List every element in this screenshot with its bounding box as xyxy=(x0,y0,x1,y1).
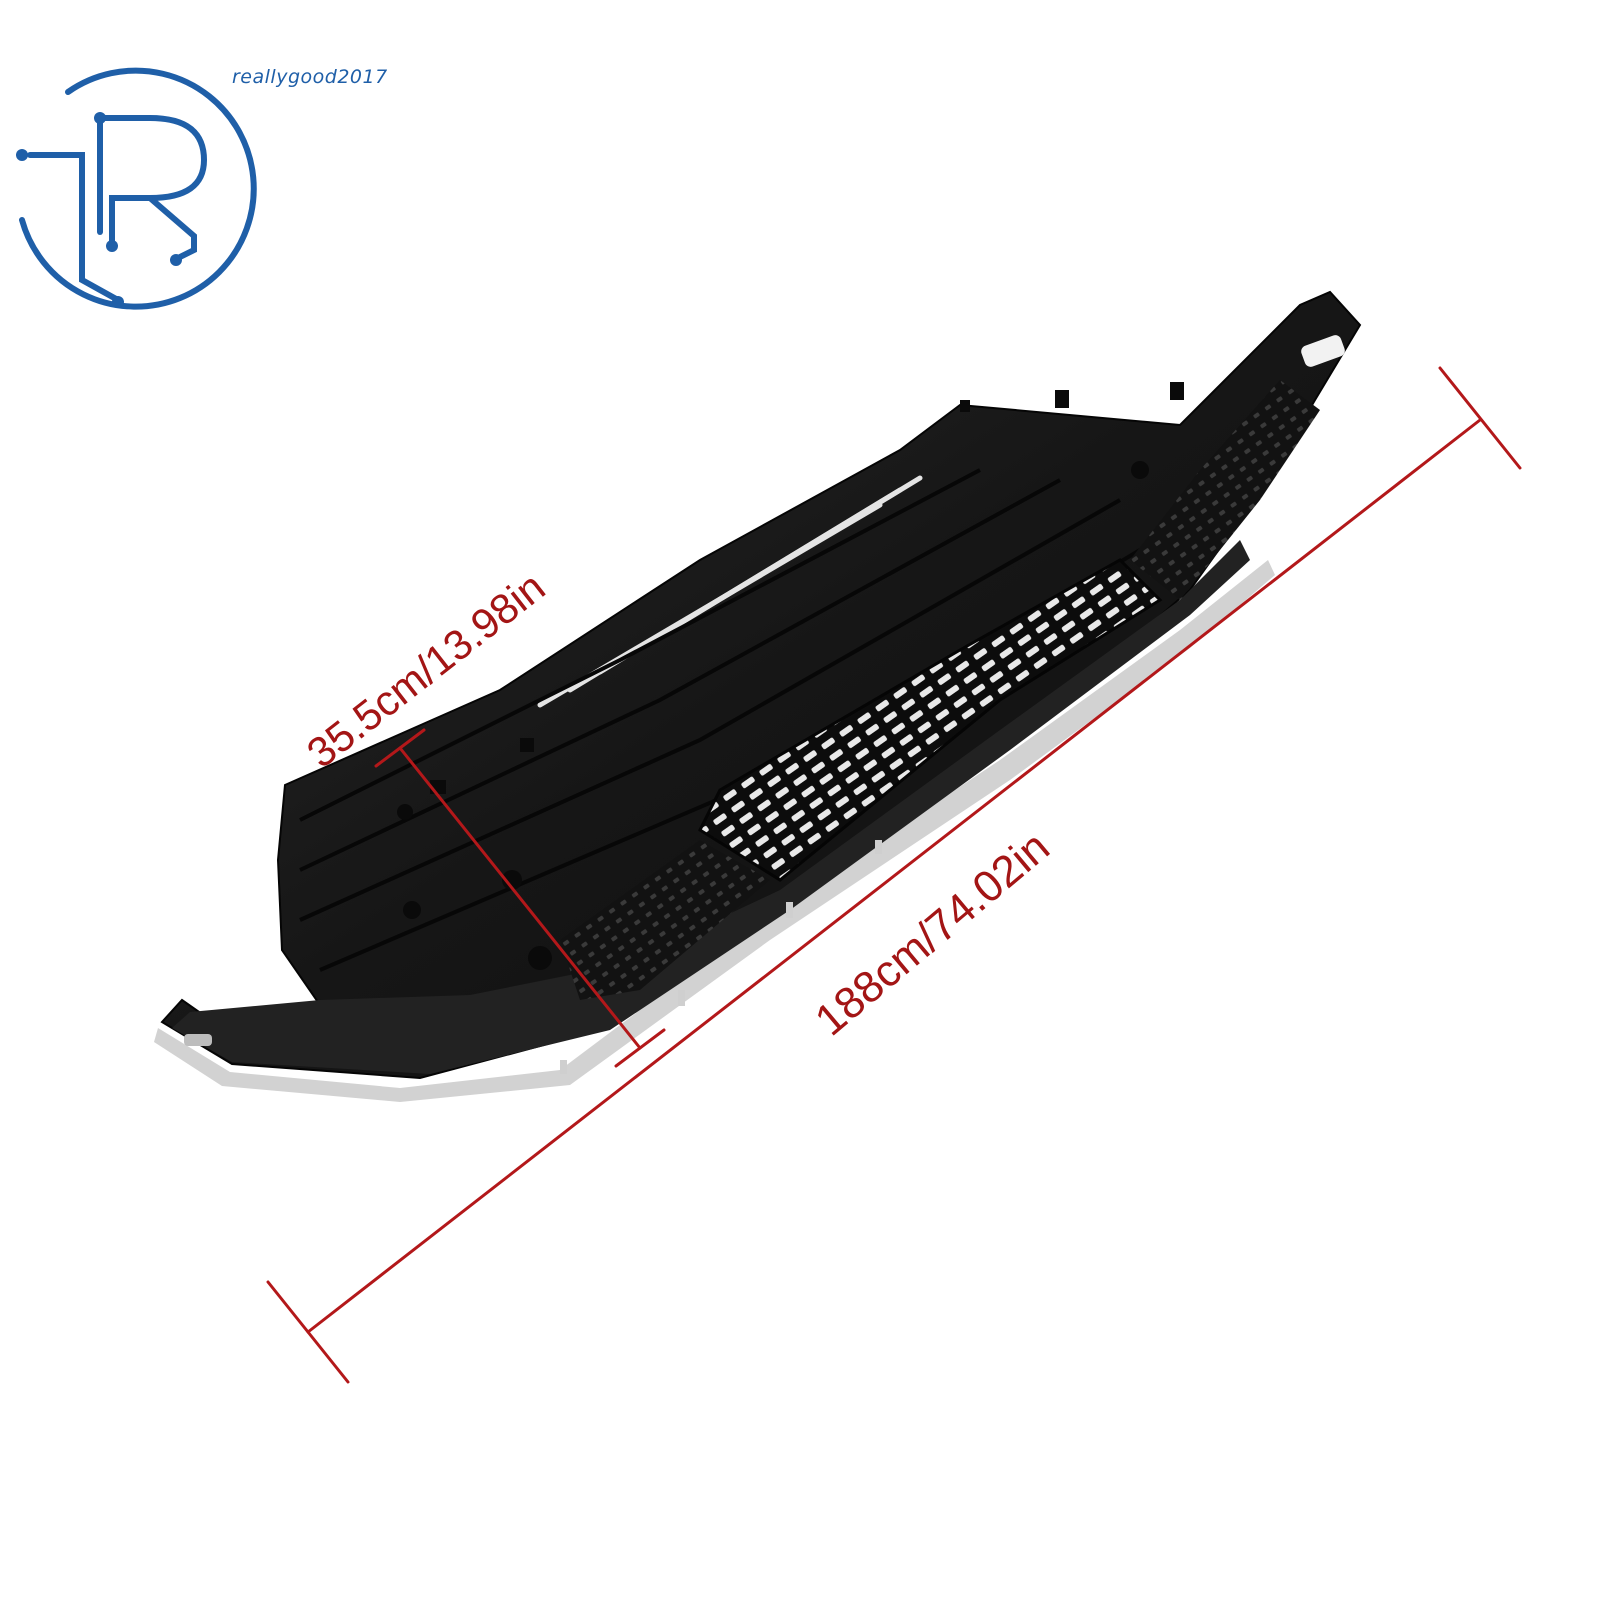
vent-panel-right xyxy=(1130,380,1320,600)
metal-tabs xyxy=(560,840,882,1074)
mounting-clips xyxy=(397,382,1184,970)
left-end-opening xyxy=(184,1034,212,1046)
logo-node-dots xyxy=(16,112,182,308)
reallygood-logo-icon xyxy=(19,67,257,310)
front-lip xyxy=(172,540,1250,1074)
length-dimension-line xyxy=(266,366,1522,1384)
bumper-grille xyxy=(154,290,1362,1102)
honeycomb-mesh xyxy=(698,558,1163,882)
right-end-opening xyxy=(1301,335,1345,367)
width-dimension-line xyxy=(374,728,666,1068)
watermark-text: reallygood2017 xyxy=(232,66,388,88)
vent-panel-lower xyxy=(560,840,770,1000)
